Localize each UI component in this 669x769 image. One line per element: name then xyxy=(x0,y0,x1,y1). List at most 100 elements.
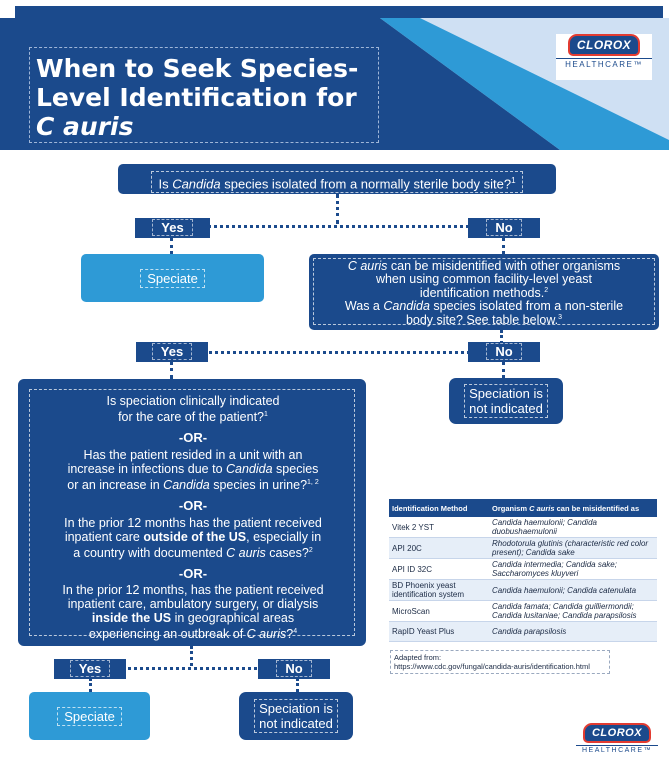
c4-l1: In the prior 12 months, has the patient … xyxy=(62,583,324,597)
misidentification-table: Identification Method Organism C auris c… xyxy=(389,499,657,642)
not-indicated-2-l1: Speciation is xyxy=(259,701,333,716)
clorox-logo-top: CLOROX HEALTHCARE™ xyxy=(556,34,652,80)
no-label-3-text: No xyxy=(276,660,312,677)
speciate-box-1-text: Speciate xyxy=(140,269,205,288)
header-background xyxy=(0,12,669,150)
c3-l3-post: cases? xyxy=(265,546,309,561)
q1-italic: Candida xyxy=(172,176,221,192)
connector xyxy=(170,238,173,254)
table-header-row: Identification Method Organism C auris c… xyxy=(389,499,657,517)
c4-l4-pre: experiencing an outbreak of xyxy=(88,627,247,642)
criteria-inner: Is speciation clinically indicated for t… xyxy=(29,389,356,641)
logo-sub: HEALTHCARE™ xyxy=(556,58,652,69)
table-cell-organism: Candida parapsilosis xyxy=(489,621,657,642)
connector xyxy=(185,225,469,228)
yes-label-3-text: Yes xyxy=(69,660,111,677)
title-line-3: C auris xyxy=(36,112,134,141)
yes-label-2: Yes xyxy=(136,342,208,362)
question-sterile-site: Is Candida species isolated from a norma… xyxy=(118,164,556,194)
logo-sub-bottom: HEALTHCARE™ xyxy=(576,745,658,754)
question-speciation-criteria: Is speciation clinically indicated for t… xyxy=(18,379,366,646)
yes-label-2-text: Yes xyxy=(151,343,193,360)
table-cell-organism: Rhodotorula glutinis (characteristic red… xyxy=(489,537,657,559)
question-misidentified-text: C auris can be misidentified with other … xyxy=(313,258,655,327)
logo-brand-bottom: CLOROX xyxy=(582,723,652,743)
c2-l2-post: species xyxy=(272,462,319,476)
criterion-outside-us: In the prior 12 months has the patient r… xyxy=(30,516,356,560)
c2-l3-pre: or an increase in xyxy=(67,478,164,493)
not-indicated-1-l2: not indicated xyxy=(469,401,543,416)
connector xyxy=(89,678,92,692)
page-title: When to Seek Species- Level Identificati… xyxy=(29,47,379,143)
q2-l5-sup: 3 xyxy=(558,314,563,322)
title-line-2: Level Identification for xyxy=(36,83,357,112)
c3-l2-bold: outside of the US xyxy=(143,530,247,544)
c1-l1: Is speciation clinically indicated xyxy=(106,394,280,408)
c2-l2-pre: increase in infections due to xyxy=(67,462,226,476)
table-cell-method: BD Phoenix yeast identification system xyxy=(389,579,489,601)
no-label-2: No xyxy=(468,342,540,362)
no-label-2-text: No xyxy=(486,343,522,360)
source-url[interactable]: https://www.cdc.gov/fungal/candida-auris… xyxy=(394,662,590,671)
not-indicated-2-l2: not indicated xyxy=(259,716,333,731)
no-label-1: No xyxy=(468,218,540,238)
connector xyxy=(296,678,299,692)
c4-l4-post: ? xyxy=(286,627,294,642)
col2-post: can be misidentified as xyxy=(554,503,640,513)
c2-l2-italic: Candida xyxy=(226,462,273,476)
speciate-box-1: Speciate xyxy=(81,254,264,302)
criterion-clinical: Is speciation clinically indicated for t… xyxy=(30,394,356,424)
c2-sup: 1, 2 xyxy=(307,479,319,486)
table-header-organism: Organism C auris can be misidentified as xyxy=(489,499,657,517)
c2-l3-italic: Candida xyxy=(163,478,210,493)
table-cell-method: RapID Yeast Plus xyxy=(389,621,489,642)
q2-l4-italic: Candida xyxy=(383,298,430,313)
connector xyxy=(502,238,505,254)
connector xyxy=(502,362,505,378)
clorox-logo-bottom: CLOROX HEALTHCARE™ xyxy=(576,723,658,763)
table-cell-method: API 20C xyxy=(389,537,489,559)
no-label-3: No xyxy=(258,659,330,679)
table-cell-organism: Candida haemulonii; Candida duobushaemul… xyxy=(489,517,657,538)
yes-label-3: Yes xyxy=(54,659,126,679)
q2-l2: when using common facility-level yeast xyxy=(375,271,593,286)
criterion-unit-increase: Has the patient resided in a unit with a… xyxy=(30,448,356,492)
connector xyxy=(500,330,503,350)
table-cell-method: Vitek 2 YST xyxy=(389,517,489,538)
connector xyxy=(190,351,470,354)
c3-l2-post: , especially in xyxy=(246,530,322,544)
table-cell-organism: Candida intermedia; Candida sake; Saccha… xyxy=(489,558,657,580)
connector xyxy=(170,361,173,379)
or-1: -OR- xyxy=(178,430,208,445)
c4-sup: 4 xyxy=(293,628,298,635)
q2-l3-sup: 2 xyxy=(544,287,549,294)
q2-l3: identification methods. xyxy=(419,286,545,301)
q2-l4-post: species isolated from a non-sterile xyxy=(429,298,624,313)
or-2: -OR- xyxy=(178,498,208,513)
or-3: -OR- xyxy=(178,566,208,581)
connector xyxy=(105,667,257,670)
speciate-box-2: Speciate xyxy=(29,692,150,740)
c4-l2: inpatient care, ambulatory surgery, or d… xyxy=(67,597,319,611)
logo-brand: CLOROX xyxy=(567,34,641,56)
c3-l3-italic: C auris xyxy=(226,546,266,561)
speciate-box-2-text: Speciate xyxy=(57,707,122,726)
col2-italic: C auris xyxy=(529,503,555,513)
connector xyxy=(190,646,193,666)
q2-l1: can be misidentified with other organism… xyxy=(387,259,621,273)
q1-post: species isolated from a normally sterile… xyxy=(220,176,512,192)
q1-sup: 1 xyxy=(511,176,516,185)
header-band xyxy=(0,0,669,150)
table-cell-method: MicroScan xyxy=(389,600,489,622)
header-top-bar xyxy=(15,6,663,18)
table-cell-organism: Candida famata; Candida guilliermondii; … xyxy=(489,600,657,622)
not-indicated-1-l1: Speciation is xyxy=(469,386,543,401)
c2-l1: Has the patient resided in a unit with a… xyxy=(83,448,303,462)
